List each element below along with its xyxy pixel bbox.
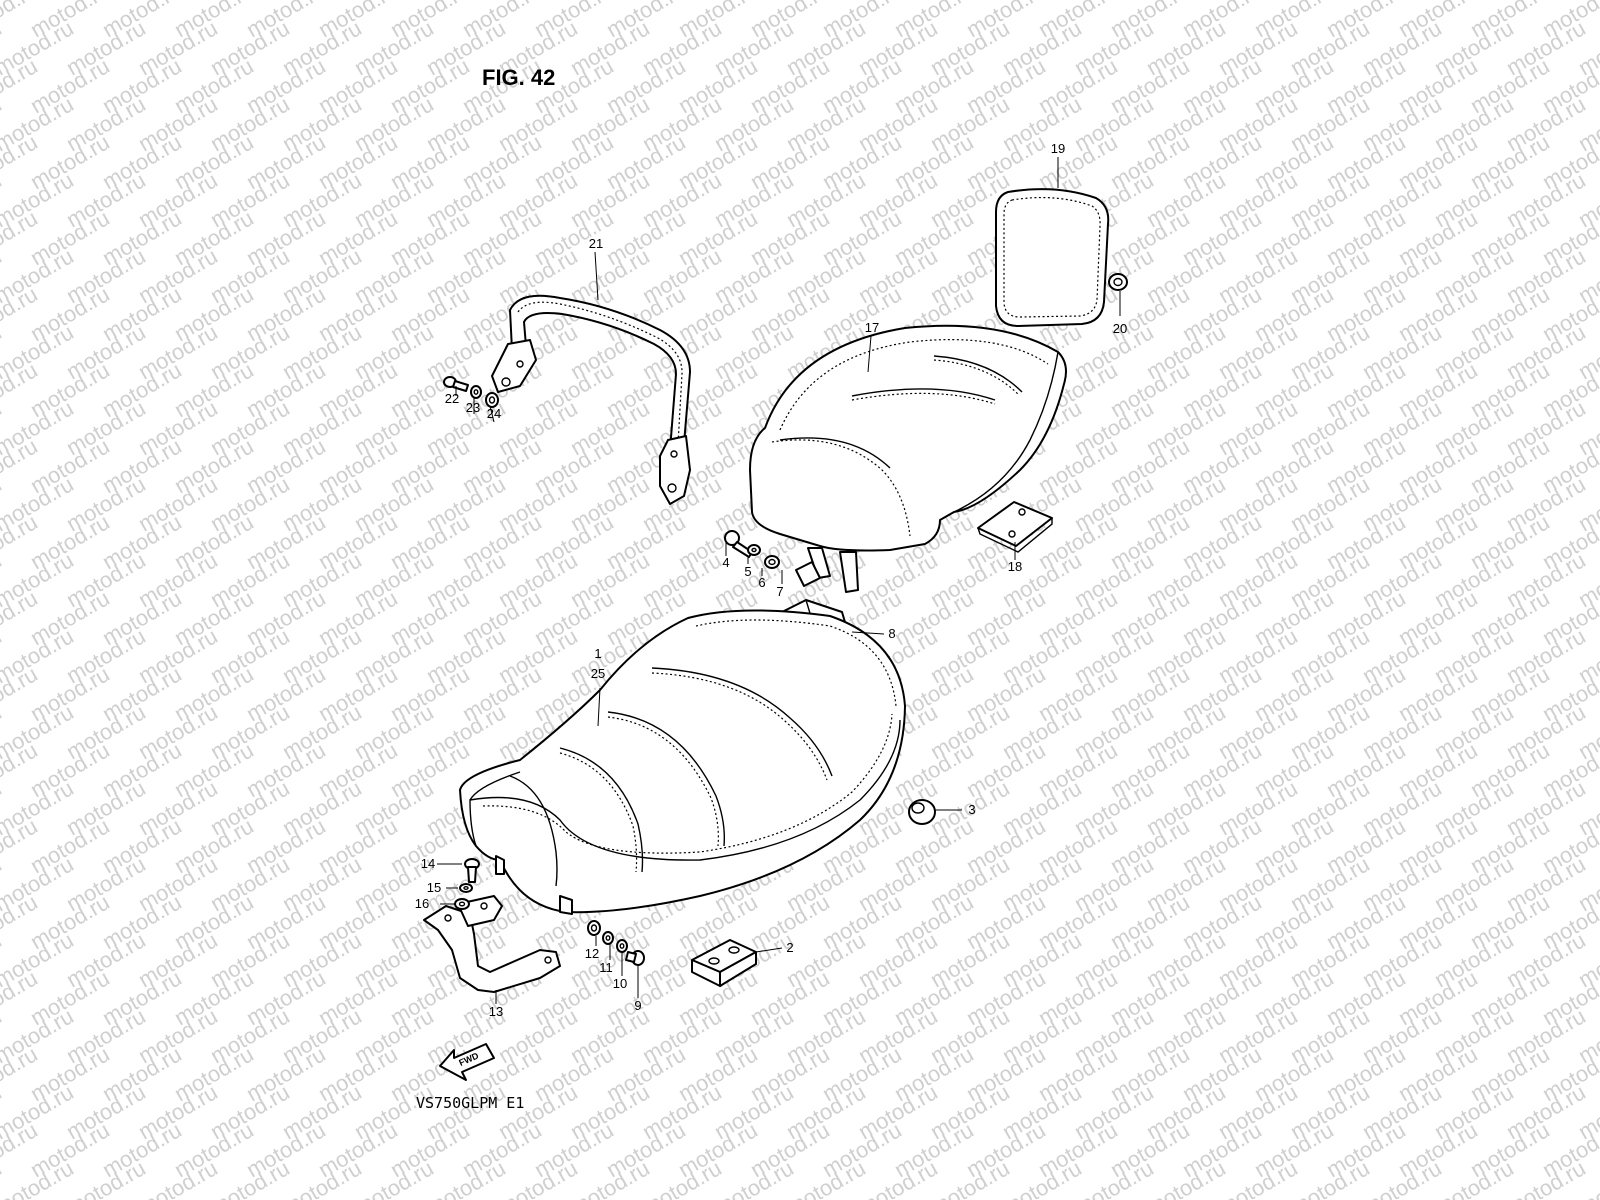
callout-20: 20 — [1113, 321, 1127, 336]
washer-12-part — [587, 920, 601, 936]
callout-12: 12 — [585, 946, 599, 961]
callout-16: 16 — [415, 896, 429, 911]
washer-5-part — [747, 544, 761, 556]
grab-rail-part — [491, 294, 691, 505]
callout-9: 9 — [634, 998, 641, 1013]
callout-1: 1 — [594, 646, 601, 661]
washer-10-part — [616, 939, 628, 953]
callout-25: 25 — [591, 666, 605, 681]
model-code: VS750GLPM E1 — [416, 1094, 524, 1112]
callout-6: 6 — [758, 575, 765, 590]
callout-21: 21 — [589, 236, 603, 251]
callout-18: 18 — [1008, 559, 1022, 574]
callout-7: 7 — [776, 584, 783, 599]
callout-3: 3 — [968, 802, 975, 817]
callout-22: 22 — [445, 391, 459, 406]
callout-23: 23 — [466, 400, 480, 415]
callout-10: 10 — [613, 976, 627, 991]
washer-11-part — [602, 931, 614, 945]
callout-17: 17 — [865, 320, 879, 335]
callout-11: 11 — [599, 960, 613, 975]
washer-6-part — [764, 555, 780, 569]
grommet-3-part — [908, 799, 936, 825]
washer-16-part — [454, 898, 470, 910]
callout-19: 19 — [1051, 141, 1065, 156]
washer-24-part — [485, 392, 499, 408]
washer-15-part — [459, 883, 473, 893]
callout-4: 4 — [722, 555, 729, 570]
callout-24: 24 — [487, 406, 501, 421]
figure-title: FIG. 42 — [482, 65, 555, 90]
callout-8: 8 — [888, 626, 895, 641]
callout-13: 13 — [489, 1004, 503, 1019]
callout-2: 2 — [786, 940, 793, 955]
callout-15: 15 — [427, 880, 441, 895]
callout-5: 5 — [744, 564, 751, 579]
callout-14: 14 — [421, 856, 435, 871]
backrest-pad-part — [995, 188, 1110, 327]
nut-20-part — [1108, 273, 1128, 291]
watermark-text: motod.ru — [1574, 0, 1600, 4]
washer-23-part — [470, 385, 482, 399]
